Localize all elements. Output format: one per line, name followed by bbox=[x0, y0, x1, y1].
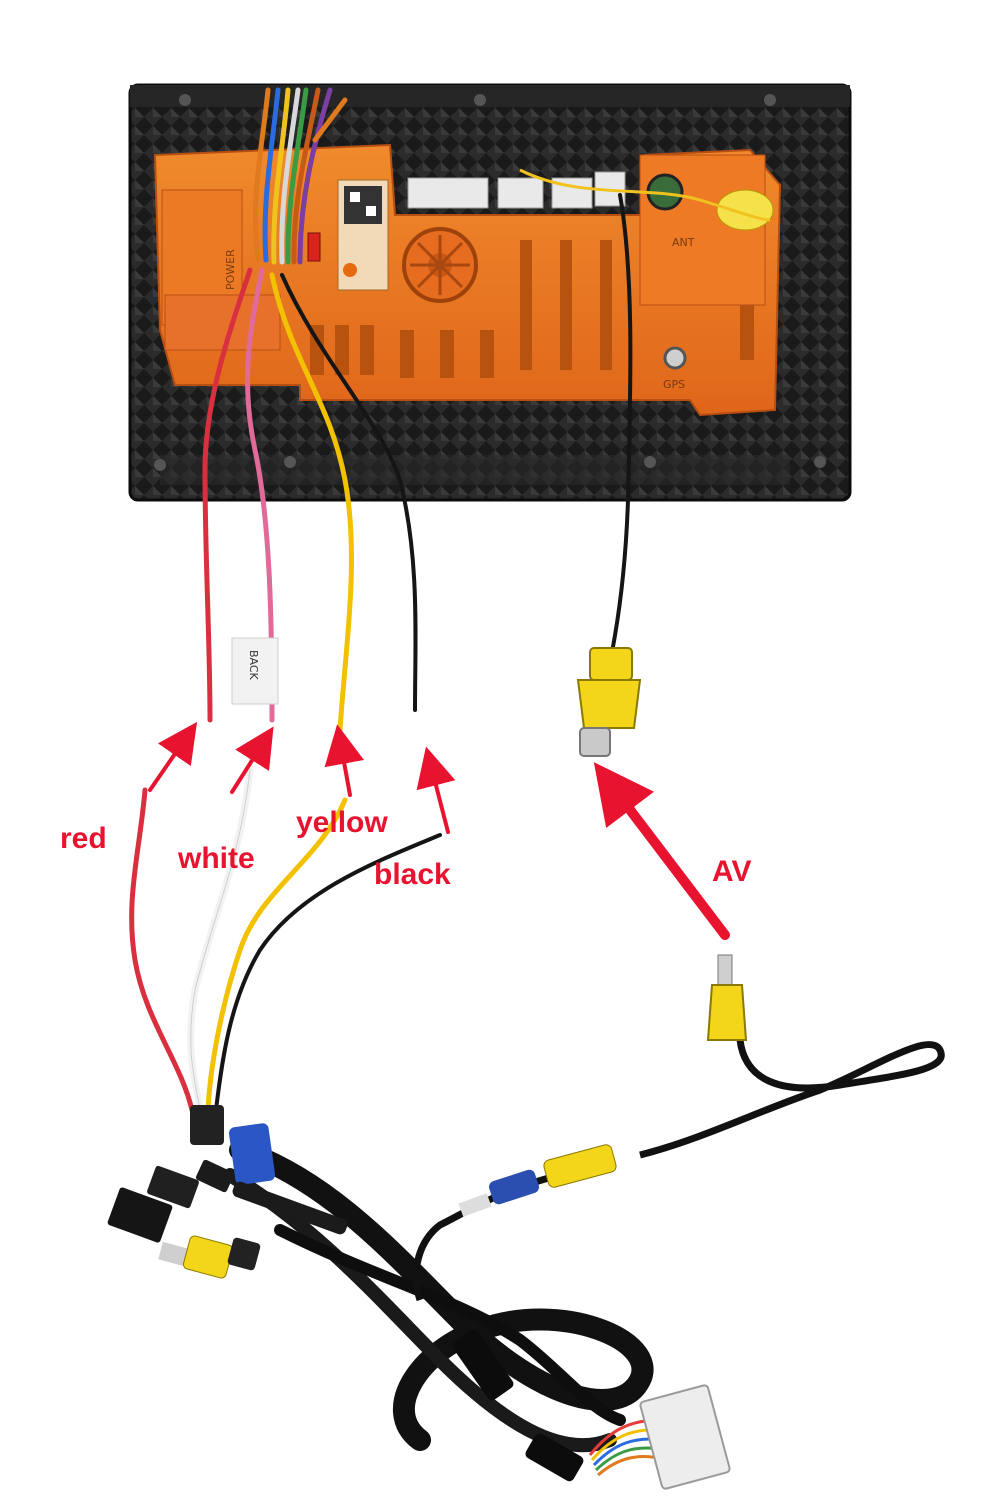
red-wire-upper bbox=[202, 267, 253, 723]
gps-port bbox=[663, 346, 687, 370]
black-wire-lower bbox=[214, 833, 442, 1112]
back-tag: BACK bbox=[231, 637, 279, 705]
multi-pin-plug bbox=[190, 1105, 224, 1145]
upper-wires bbox=[202, 193, 633, 733]
orange-chassis: POWER ANT GPS bbox=[153, 143, 782, 417]
usb-plug-1 bbox=[107, 1187, 173, 1243]
label-black: black bbox=[374, 858, 451, 891]
head-unit: POWER ANT GPS bbox=[128, 83, 852, 502]
inline-blue-rca bbox=[489, 1169, 539, 1205]
white-arrow bbox=[230, 726, 274, 794]
annotation-arrows bbox=[148, 721, 730, 940]
label-yellow: yellow bbox=[296, 806, 388, 839]
usb-plug-2 bbox=[147, 1165, 199, 1209]
blue-plug bbox=[228, 1123, 276, 1185]
gps-marking: GPS bbox=[663, 378, 685, 391]
rca-female-connector bbox=[576, 647, 642, 757]
harness-connectors bbox=[407, 171, 626, 209]
av-wire-upper bbox=[610, 193, 633, 654]
main-harness-connector bbox=[588, 1384, 731, 1490]
wiring-harness bbox=[107, 1039, 945, 1490]
black-wire-upper bbox=[280, 273, 418, 712]
yellow-wire-upper bbox=[269, 272, 354, 733]
av-male-rca-plug bbox=[706, 954, 748, 1041]
mounting-screws bbox=[154, 94, 826, 471]
lower-wires bbox=[129, 766, 442, 1114]
inline-yellow-rca bbox=[543, 1144, 617, 1188]
vents bbox=[310, 240, 754, 378]
cooling-fan bbox=[402, 227, 478, 303]
ant-marking: ANT bbox=[672, 236, 695, 249]
label-av: AV bbox=[712, 855, 752, 888]
top-wire-bundle bbox=[252, 87, 348, 265]
red-arrow bbox=[148, 721, 198, 792]
av-arrow bbox=[593, 762, 730, 940]
dc-plug bbox=[195, 1159, 235, 1193]
red-wire-lower bbox=[129, 787, 195, 1113]
label-white: white bbox=[178, 842, 255, 875]
back-tag-text: BACK bbox=[247, 650, 260, 681]
power-marking: POWER bbox=[224, 249, 237, 290]
black-arrow bbox=[416, 746, 456, 834]
label-red: red bbox=[60, 822, 107, 855]
yellow-wire-lower bbox=[205, 797, 348, 1113]
sticker bbox=[716, 189, 774, 231]
fuse bbox=[307, 232, 321, 262]
white-wire-upper bbox=[244, 267, 275, 723]
white-wire-lower-edge bbox=[190, 769, 251, 1111]
yellow-arrow bbox=[324, 724, 364, 797]
harness-rca-pair bbox=[158, 1235, 261, 1279]
